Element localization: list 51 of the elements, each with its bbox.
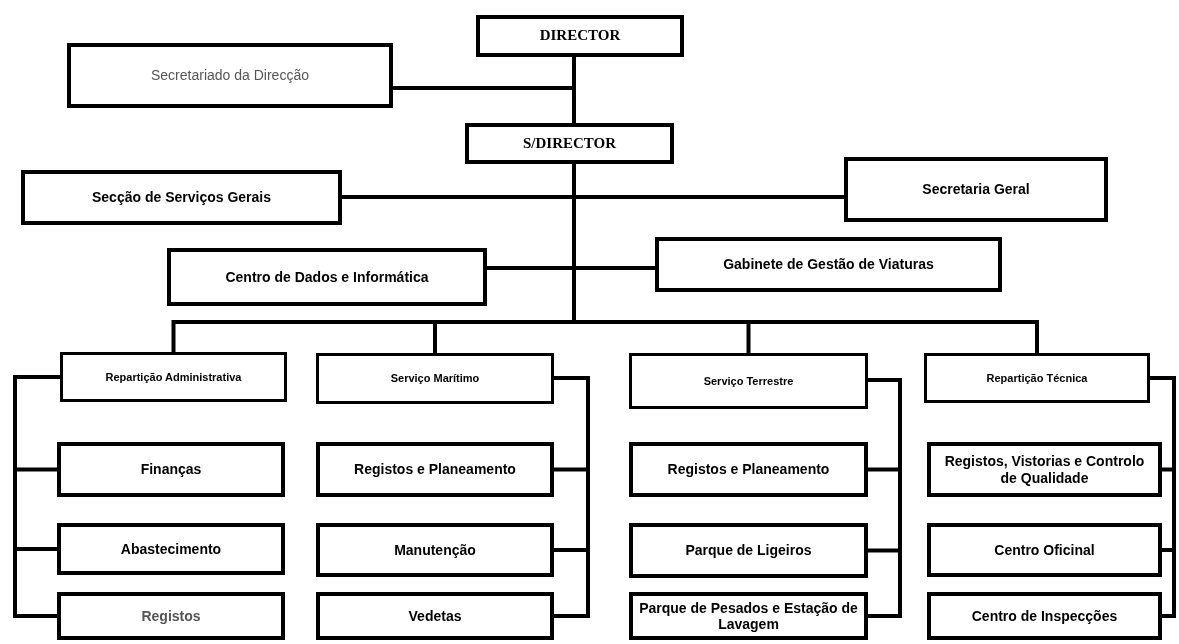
unit-name: Secretaria Geral bbox=[922, 181, 1030, 198]
org-unit-box bbox=[927, 442, 1162, 497]
org-unit-box bbox=[57, 442, 285, 497]
org-unit-box bbox=[476, 15, 684, 57]
org-unit-box bbox=[844, 157, 1108, 222]
org-unit-box bbox=[57, 592, 285, 640]
org-unit-box bbox=[629, 442, 868, 497]
unit-name: Registos e Planeamento bbox=[354, 461, 516, 478]
unit-name: Parque de Ligeiros bbox=[685, 542, 812, 559]
department-box bbox=[924, 353, 1150, 403]
org-unit-box bbox=[57, 523, 285, 575]
org-unit-box bbox=[629, 592, 868, 640]
unit-name: Registos bbox=[141, 607, 201, 625]
unit-name: Abastecimento bbox=[120, 540, 222, 558]
unit-name: Registos, Vistorias e Controlo de Qualidade bbox=[943, 453, 1146, 486]
unit-name: Serviço Marítimo bbox=[390, 372, 480, 385]
department-box bbox=[629, 353, 868, 409]
connector-line bbox=[554, 376, 590, 618]
unit-name: S/DIRECTOR bbox=[522, 134, 617, 153]
unit-name: Serviço Terrestre bbox=[703, 374, 794, 388]
unit-name: Finanças bbox=[140, 461, 202, 478]
connector-line bbox=[868, 378, 902, 618]
unit-name: Centro Oficinal bbox=[994, 541, 1095, 559]
org-unit-box bbox=[316, 523, 554, 577]
org-unit-box bbox=[67, 43, 393, 108]
unit-name: Vedetas bbox=[408, 607, 462, 625]
connector-line bbox=[572, 57, 576, 123]
org-unit-box bbox=[629, 523, 868, 578]
org-unit-box bbox=[316, 592, 554, 640]
org-unit-box bbox=[167, 248, 487, 306]
unit-name: Registos e Planeamento bbox=[667, 461, 830, 478]
unit-name: DIRECTOR bbox=[539, 27, 621, 45]
unit-name: Parque de Pesados e Estação de Lavagem bbox=[638, 599, 859, 633]
unit-name: Centro de Dados e Informática bbox=[225, 268, 429, 286]
unit-name: Repartição Administrativa bbox=[105, 370, 242, 384]
org-unit-box bbox=[21, 170, 342, 225]
org-unit-box bbox=[655, 237, 1002, 292]
unit-name: Centro de Inspecções bbox=[971, 607, 1118, 625]
org-unit-box bbox=[927, 592, 1162, 640]
connector-line bbox=[1150, 376, 1176, 618]
org-unit-box bbox=[316, 442, 554, 497]
unit-name: Repartição Técnica bbox=[986, 371, 1088, 385]
unit-name: Gabinete de Gestão de Viaturas bbox=[723, 256, 934, 273]
unit-name: Manutenção bbox=[394, 541, 476, 559]
org-unit-box bbox=[927, 523, 1162, 577]
unit-name: Secção de Serviços Gerais bbox=[92, 189, 271, 206]
connector-line bbox=[13, 375, 60, 618]
department-box bbox=[60, 352, 287, 402]
org-unit-box bbox=[465, 123, 674, 164]
department-box bbox=[316, 353, 554, 404]
unit-name: Secretariado da Direcção bbox=[151, 67, 309, 84]
